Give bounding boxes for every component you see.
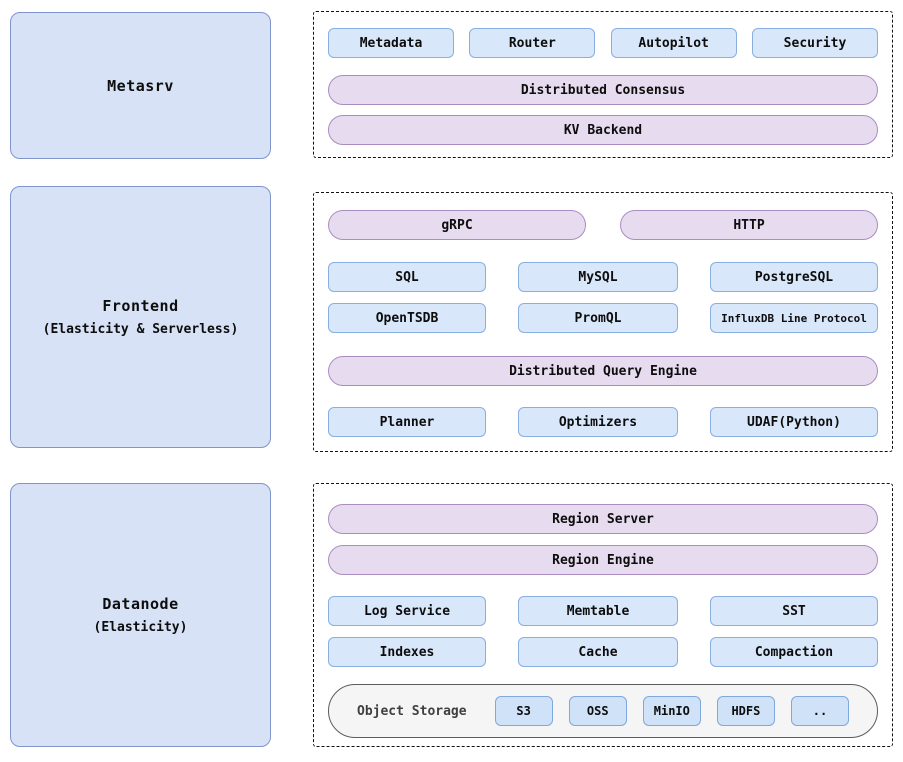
metasrv-components-row: Metadata Router Autopilot Security (328, 28, 878, 58)
component-sst: SST (710, 596, 878, 626)
panel-metasrv-title: Metasrv (107, 76, 174, 95)
storage-backend-oss: OSS (568, 696, 627, 726)
component-planner: Planner (328, 407, 486, 437)
panel-datanode: Datanode (Elasticity) (10, 483, 271, 747)
frontend-protocols-row-2: OpenTSDB PromQL InfluxDB Line Protocol (328, 303, 878, 333)
frontend-protocol-pills-row: gRPC HTTP (328, 210, 878, 240)
pill-distributed-consensus: Distributed Consensus (328, 75, 878, 105)
datanode-components-row-2: Indexes Cache Compaction (328, 637, 878, 667)
panel-frontend-subtitle: (Elasticity & Serverless) (42, 322, 239, 337)
object-storage-label: Object Storage (357, 703, 467, 719)
pill-kv-backend: KV Backend (328, 115, 878, 145)
object-storage-group: Object Storage S3 OSS MinIO HDFS .. (328, 684, 878, 738)
component-sql: SQL (328, 262, 486, 292)
pill-grpc: gRPC (328, 210, 586, 240)
pill-region-server: Region Server (328, 504, 878, 534)
component-optimizers: Optimizers (518, 407, 678, 437)
frontend-engine-components-row: Planner Optimizers UDAF(Python) (328, 407, 878, 437)
pill-http: HTTP (620, 210, 878, 240)
panel-datanode-subtitle: (Elasticity) (93, 620, 188, 635)
component-promql: PromQL (518, 303, 678, 333)
component-metadata: Metadata (328, 28, 454, 58)
panel-metasrv: Metasrv (10, 12, 271, 159)
panel-frontend: Frontend (Elasticity & Serverless) (10, 186, 271, 448)
component-influxdb-line-protocol: InfluxDB Line Protocol (710, 303, 878, 333)
component-autopilot: Autopilot (610, 28, 737, 58)
component-mysql: MySQL (518, 262, 678, 292)
panel-datanode-title: Datanode (102, 595, 179, 613)
component-security: Security (751, 28, 878, 58)
storage-backend-minio: MinIO (642, 696, 701, 726)
section-frontend: gRPC HTTP SQL MySQL PostgreSQL OpenTSDB … (313, 192, 893, 452)
component-router: Router (469, 28, 596, 58)
section-metasrv: Metadata Router Autopilot Security Distr… (313, 11, 893, 158)
component-compaction: Compaction (710, 637, 878, 667)
panel-frontend-title: Frontend (102, 297, 179, 315)
storage-backend-s3: S3 (494, 696, 553, 726)
component-opentsdb: OpenTSDB (328, 303, 486, 333)
component-log-service: Log Service (328, 596, 486, 626)
component-memtable: Memtable (518, 596, 678, 626)
datanode-components-row-1: Log Service Memtable SST (328, 596, 878, 626)
frontend-protocols-row-1: SQL MySQL PostgreSQL (328, 262, 878, 292)
component-udaf-python: UDAF(Python) (710, 407, 878, 437)
storage-backend-hdfs: HDFS (716, 696, 775, 726)
pill-region-engine: Region Engine (328, 545, 878, 575)
section-datanode: Region Server Region Engine Log Service … (313, 483, 893, 747)
component-postgresql: PostgreSQL (710, 262, 878, 292)
component-cache: Cache (518, 637, 678, 667)
storage-backend-other: .. (790, 696, 849, 726)
component-indexes: Indexes (328, 637, 486, 667)
pill-distributed-query-engine: Distributed Query Engine (328, 356, 878, 386)
